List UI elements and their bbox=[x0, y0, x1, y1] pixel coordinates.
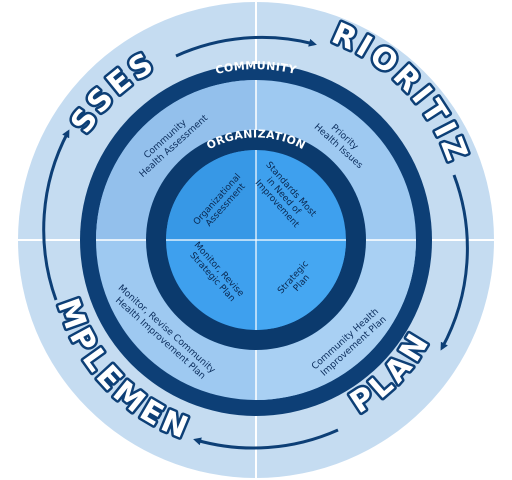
arrow-plan-to-implement bbox=[193, 428, 339, 450]
community-band-title: COMMUNITY bbox=[214, 59, 298, 77]
arrow-assess-to-prioritize bbox=[175, 35, 317, 58]
arrow-prioritize-to-plan bbox=[440, 174, 469, 351]
organization-quadrant-top-left-shade bbox=[166, 150, 256, 240]
organization-quadrant-bottom-right-shade bbox=[256, 240, 346, 330]
arrow-implement-to-assess bbox=[42, 129, 70, 301]
